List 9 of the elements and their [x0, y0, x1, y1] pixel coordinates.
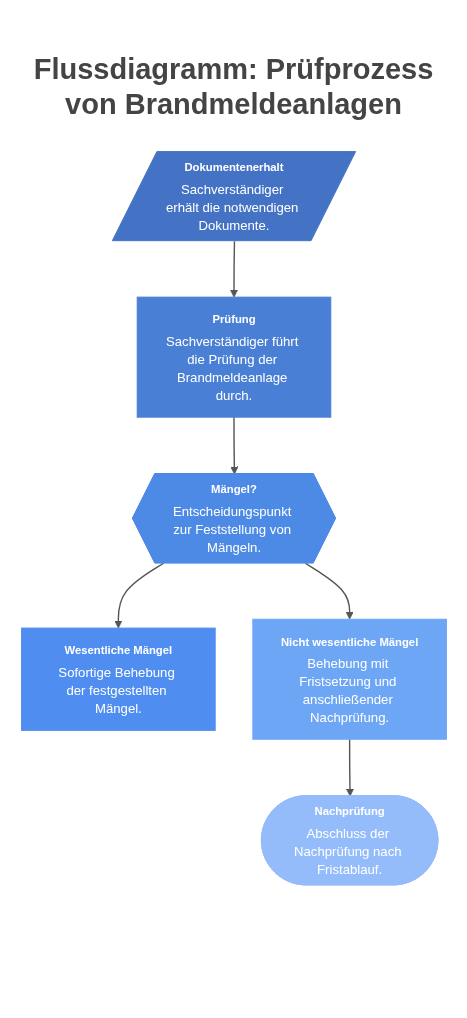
arrow: [345, 738, 354, 797]
arrow: [229, 240, 238, 298]
arrow: [229, 416, 238, 475]
arrow: [113, 562, 164, 629]
diagram-title: Flussdiagramm: Prüfprozess von Brandmeldeanlagen: [32, 52, 435, 122]
node-box: Prüfung Sachverständiger führt die Prüfung der Brandmeldeanlage durch.: [136, 296, 331, 418]
node-box: Wesentliche Mängel Sofortige Behebung der festgestellten Mängel.: [20, 627, 216, 731]
node-box: Nicht wesentliche Mängel Behebung mit Fristsetzung und anschließender Nachprüfung.: [251, 618, 447, 740]
arrow: [304, 562, 354, 620]
